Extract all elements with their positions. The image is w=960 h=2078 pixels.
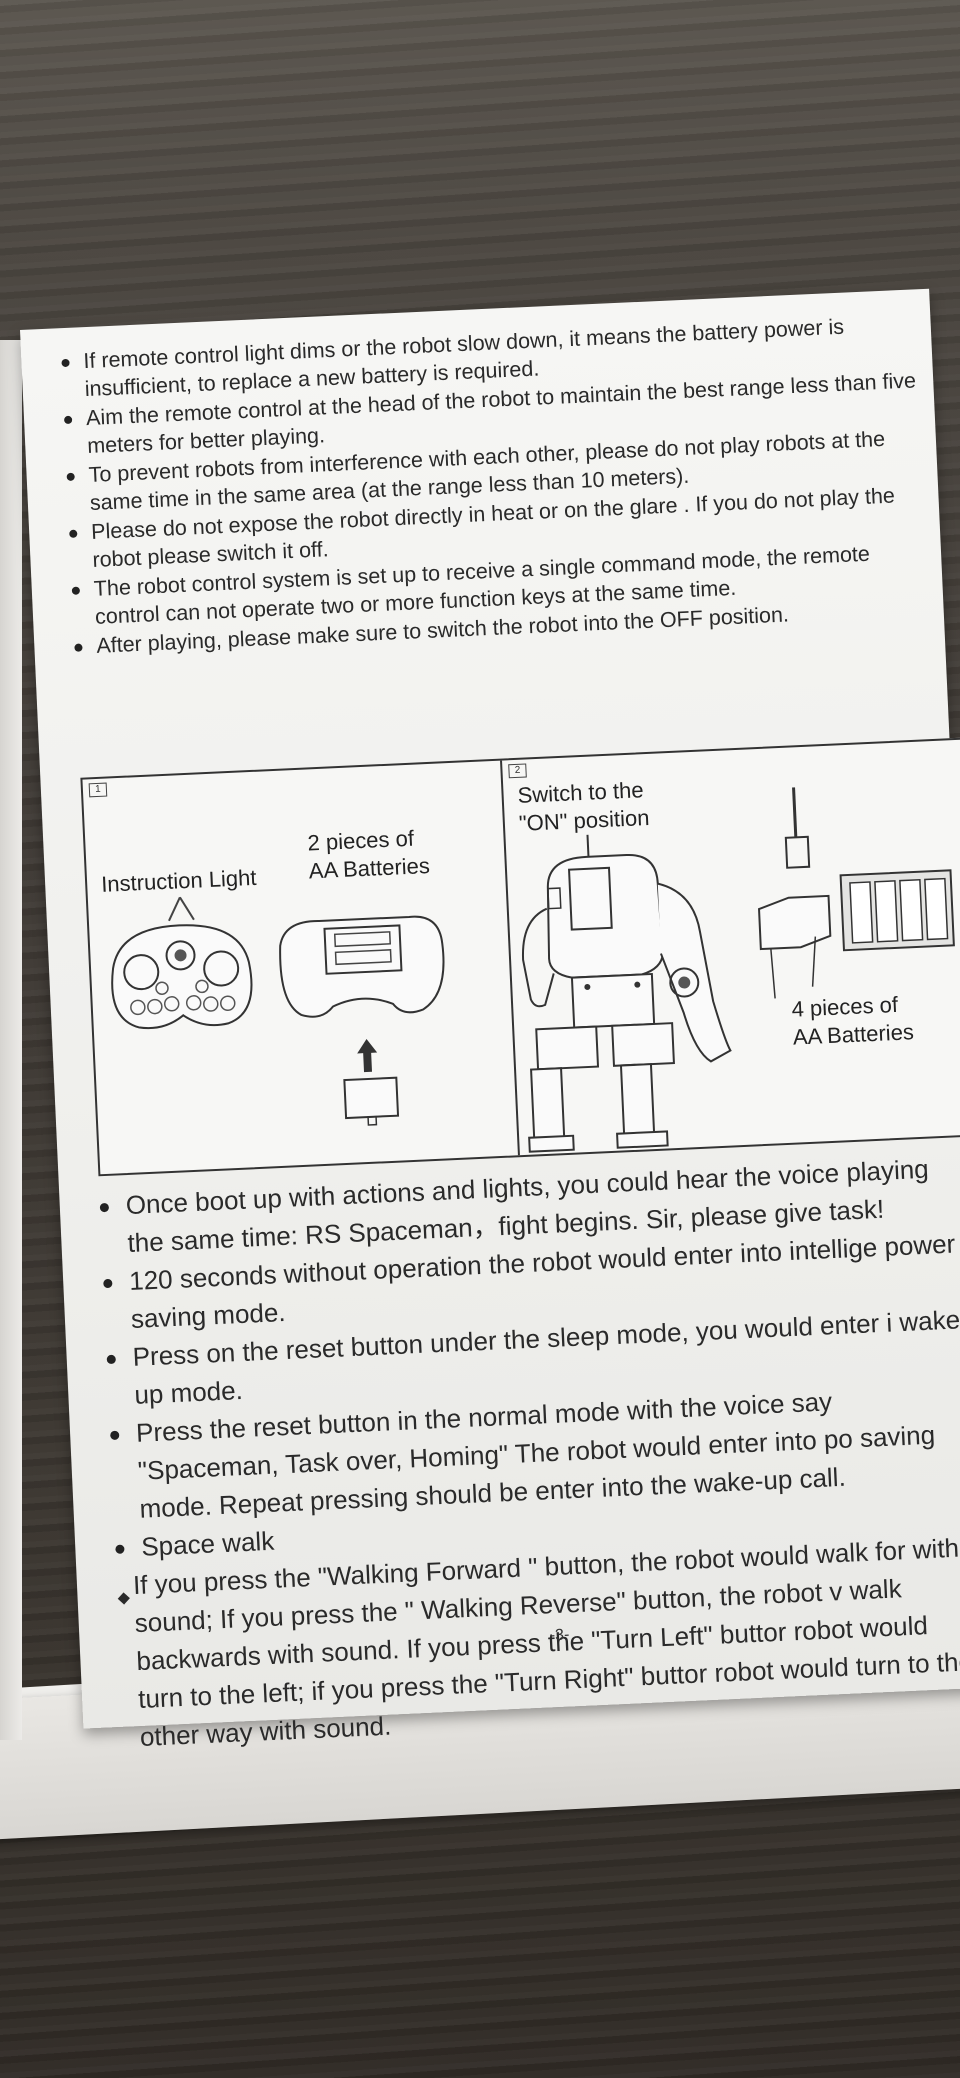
booklet-spine-edge [0,340,22,1740]
bottom-bullet-list: Once boot up with actions and lights, yo… [99,1148,960,1756]
page-number: -3- [549,1626,570,1645]
top-bullet-list: If remote control light dims or the robo… [61,309,934,662]
remote-control-illustration [111,896,445,1126]
manual-page: If remote control light dims or the robo… [20,288,960,1752]
figure-panel-robot: 2 Switch to the "ON" position 4 pieces o… [502,739,960,1155]
robot-illustration [522,787,955,1153]
figure-panel-remote: 1 Instruction Light 2 pieces of AA Batte… [82,760,520,1175]
diamond-bullet-icon: ◆ [117,1589,131,1607]
battery-installation-figure: 1 Instruction Light 2 pieces of AA Batte… [80,737,960,1177]
space-walk-detail: ◆If you press the "Walking Forward " but… [117,1532,960,1752]
